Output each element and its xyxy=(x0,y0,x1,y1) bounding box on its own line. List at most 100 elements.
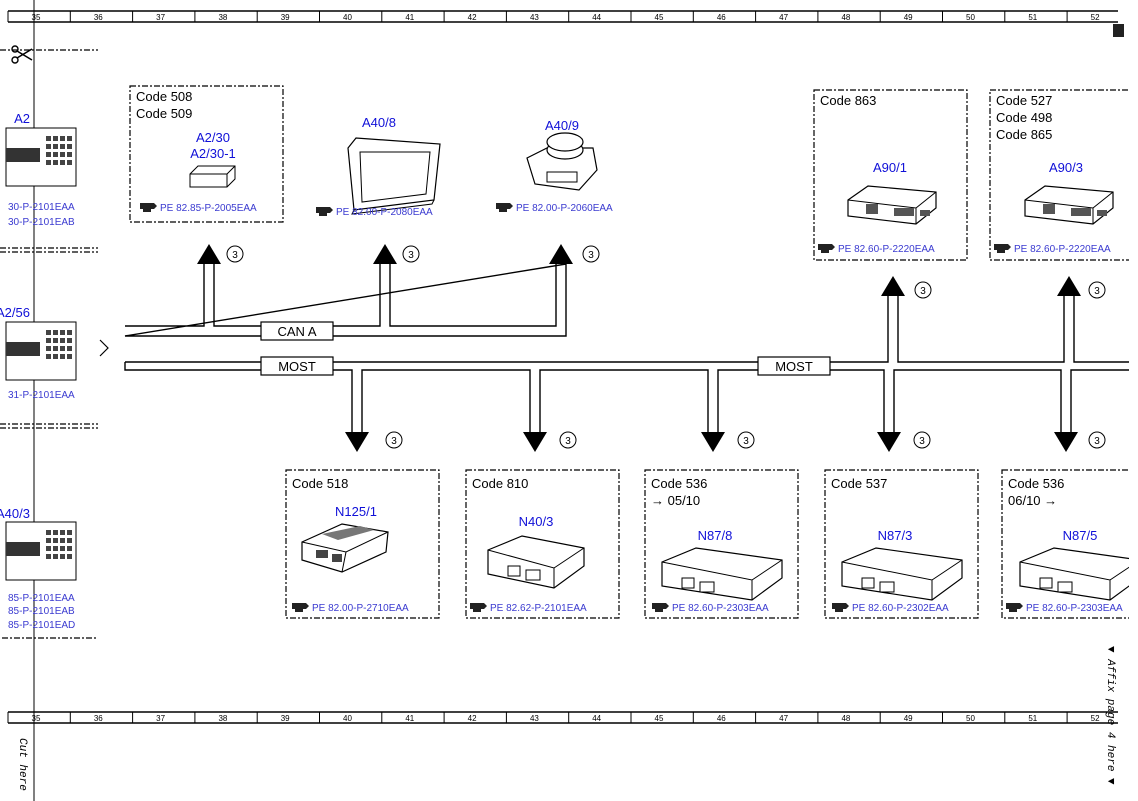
branch-marker-label: 3 xyxy=(588,250,594,261)
module-id-label: N87/5 xyxy=(1063,528,1098,543)
up-arrow-icon xyxy=(549,244,573,264)
branch-marker-label: 3 xyxy=(1094,286,1100,297)
down-arrow-icon xyxy=(345,432,369,452)
branch-marker-icon xyxy=(402,245,420,263)
reference-pointer-icon xyxy=(832,603,849,612)
module-code-label: Code 498 xyxy=(996,110,1052,125)
ruler-number-bottom: 43 xyxy=(530,714,539,723)
down-arrow-icon xyxy=(1054,432,1078,452)
module-id-label: A40/8 xyxy=(362,115,396,130)
reference-code: 31-P-2101EAA xyxy=(8,390,75,401)
module-id-label: A2 xyxy=(14,111,30,126)
corner-tab-icon xyxy=(1113,24,1124,37)
module-id-label: N87/8 xyxy=(698,528,733,543)
module-code-label: Code 536 xyxy=(651,476,707,491)
module-id-label: A40/9 xyxy=(545,118,579,133)
ruler-number-bottom: 46 xyxy=(717,714,726,723)
ruler-number-top: 44 xyxy=(592,13,601,22)
ruler-number-bottom: 47 xyxy=(779,714,788,723)
reference-pointer-icon xyxy=(994,244,1011,253)
column-marker xyxy=(99,339,109,357)
up-arrow-icon xyxy=(197,244,221,264)
module-frame xyxy=(1001,469,1129,619)
ruler-number-bottom: 52 xyxy=(1091,714,1100,723)
reference-pointer-icon xyxy=(818,244,835,253)
branch-marker-icon xyxy=(914,281,932,299)
top-module-A40/8: A40/8 PE 82.00-P-2080EAA xyxy=(316,115,441,218)
branch-marker-label: 3 xyxy=(565,436,571,447)
reference-code: 85-P-2101EAD xyxy=(8,620,75,631)
ruler-number-bottom: 39 xyxy=(281,714,290,723)
module-code-label: Code 863 xyxy=(820,93,876,108)
branch-marker-label: 3 xyxy=(743,436,749,447)
reference-code: 30-P-2101EAB xyxy=(8,217,75,228)
reference-pointer-icon xyxy=(470,603,487,612)
reference-code: PE 82.60-P-2303EAA xyxy=(672,603,769,614)
ruler-number-bottom: 49 xyxy=(904,714,913,723)
branch-marker-icon xyxy=(582,245,600,263)
ruler-number-top: 37 xyxy=(156,13,165,22)
ruler-number-top: 51 xyxy=(1028,13,1037,22)
reference-code: PE 82.62-P-2101EAA xyxy=(490,603,587,614)
can-bus-line xyxy=(124,263,567,337)
reference-code: 85-P-2101EAA xyxy=(8,593,75,604)
reference-code: 85-P-2101EAB xyxy=(8,606,75,617)
reference-pointer-icon xyxy=(496,203,513,212)
module-frame xyxy=(129,85,284,223)
module-id-label: A40/3 xyxy=(0,506,30,521)
ruler-number-bottom: 42 xyxy=(468,714,477,723)
most-bus-label: MOST xyxy=(278,359,316,374)
reference-code: PE 82.60-P-2303EAA xyxy=(1026,603,1123,614)
branch-marker-label: 3 xyxy=(1094,436,1100,447)
branch-marker-label: 3 xyxy=(919,436,925,447)
ruler-number-top: 45 xyxy=(655,13,664,22)
ruler-number-top: 46 xyxy=(717,13,726,22)
module-frame xyxy=(989,89,1129,261)
ruler-number-bottom: 44 xyxy=(592,714,601,723)
down-arrow-icon xyxy=(877,432,901,452)
module-frame xyxy=(824,469,979,619)
reference-code: PE 82.00-P-2080EAA xyxy=(336,207,433,218)
top-module-A40/9: A40/9PE 82.00-P-2060EAA xyxy=(496,118,613,214)
branch-marker-icon xyxy=(385,431,403,449)
ruler-number-bottom: 48 xyxy=(841,714,850,723)
can-bus-label-box xyxy=(260,321,334,341)
module-frame xyxy=(813,89,968,261)
module-code-label: → 05/10 xyxy=(651,493,700,508)
reference-pointer-icon xyxy=(140,203,157,212)
reference-pointer-icon xyxy=(292,603,309,612)
ruler-number-top: 48 xyxy=(841,13,850,22)
reference-pointer-icon xyxy=(1006,603,1023,612)
module-frame xyxy=(285,469,440,619)
ruler-number-top: 38 xyxy=(218,13,227,22)
branch-marker-icon xyxy=(226,245,244,263)
up-arrow-icon xyxy=(373,244,397,264)
reference-code: PE 82.85-P-2005EAA xyxy=(160,203,257,214)
ruler-number-top: 41 xyxy=(405,13,414,22)
module-code-label: Code 865 xyxy=(996,127,1052,142)
reference-code: PE 82.60-P-2220EAA xyxy=(1014,244,1111,255)
module-id-label: A2/56 xyxy=(0,305,30,320)
ruler-number-bottom: 45 xyxy=(655,714,664,723)
ruler-number-bottom: 40 xyxy=(343,714,352,723)
module-id-label: A90/3 xyxy=(1049,160,1083,175)
down-arrow-icon xyxy=(701,432,725,452)
ruler-number-top: 47 xyxy=(779,13,788,22)
branch-marker-icon xyxy=(559,431,577,449)
down-arrow-icon xyxy=(523,432,547,452)
can-bus-label: CAN A xyxy=(277,324,316,339)
module-id-label: A2/30 xyxy=(196,130,230,145)
ruler-number-top: 50 xyxy=(966,13,975,22)
ruler-number-bottom: 35 xyxy=(32,714,41,723)
